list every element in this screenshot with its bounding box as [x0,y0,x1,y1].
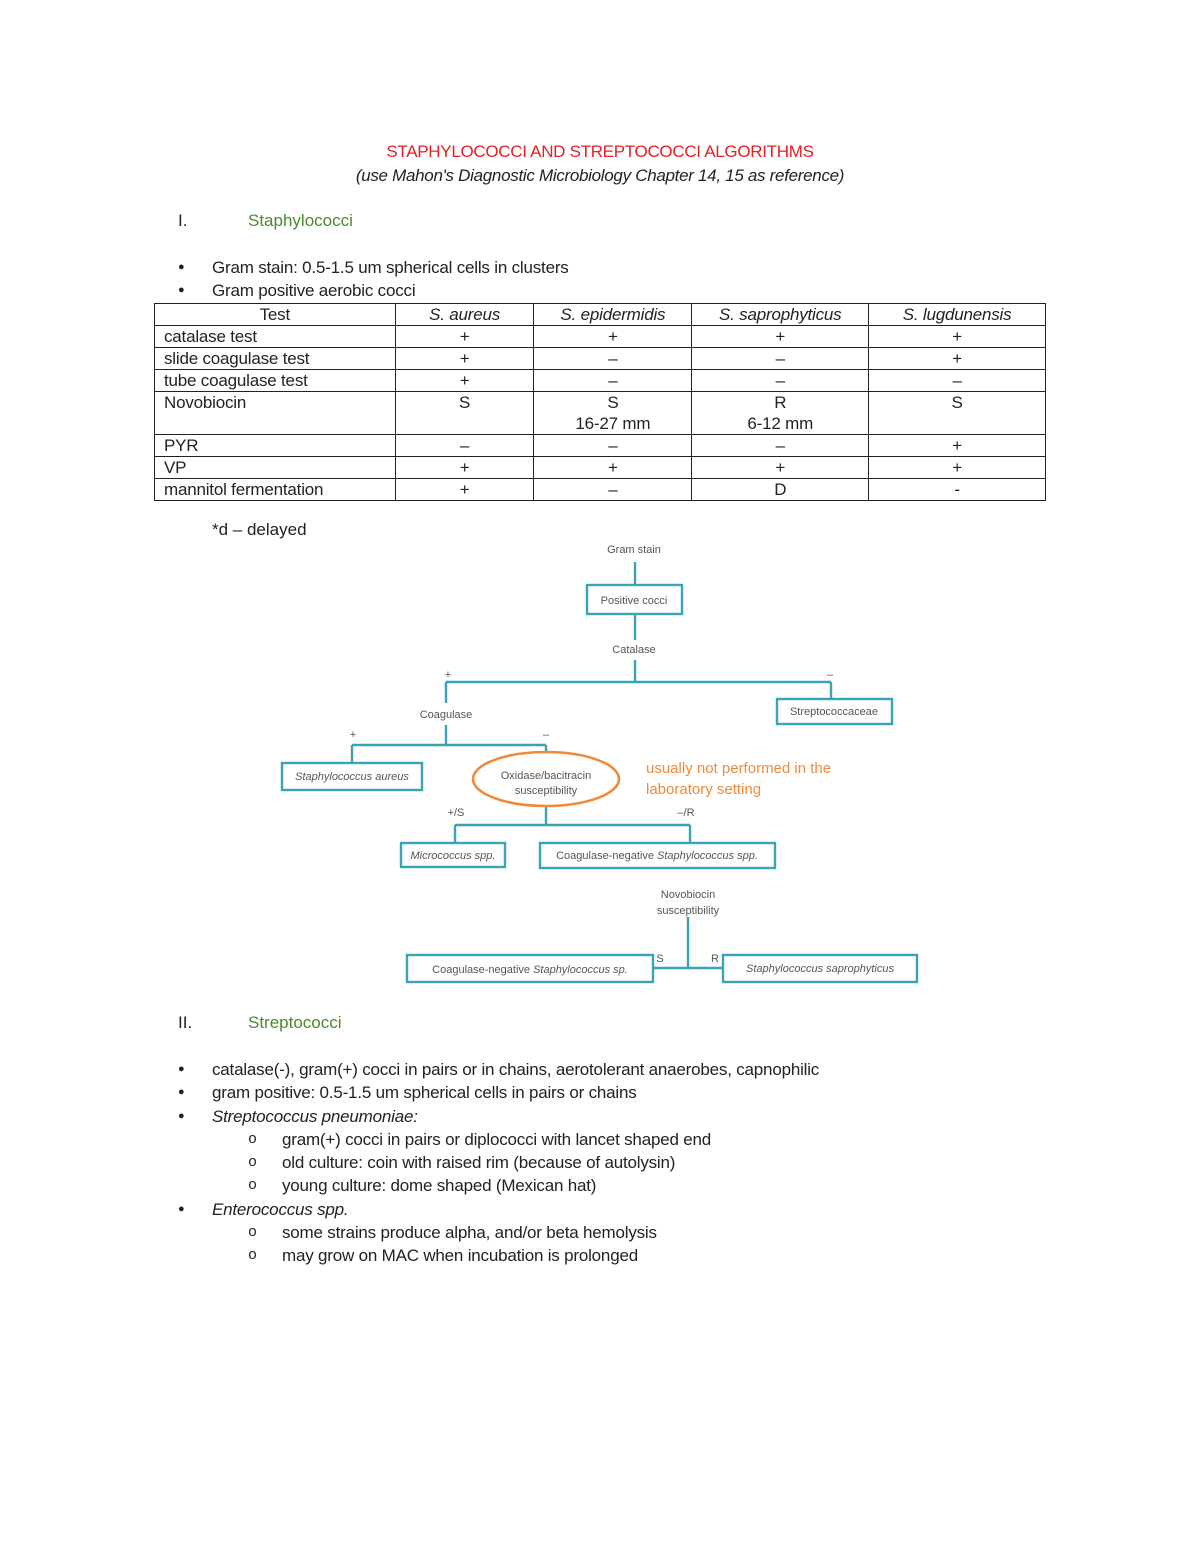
zone-size: 6-12 mm [747,414,814,433]
sub-list-item: young culture: dome shaped (Mexican hat) [178,1174,819,1198]
cons-spp-genus: Staphylococcus spp. [657,850,758,862]
positive-cocci-box [585,583,684,616]
list-item-text: Enterococcus spp. [212,1199,349,1219]
table-cell: mannitol fermentation [154,478,396,501]
oxidase-label-line1: Oxidase/bacitracin [501,770,592,782]
table-row: slide coagulase test + – – + [154,347,1046,370]
column-header: S. epidermidis [533,303,693,326]
catalase-label: Catalase [612,644,655,656]
table-cell: tube coagulase test [154,369,396,392]
table-cell: slide coagulase test [154,347,396,370]
staph-saprophyticus-box [721,953,919,984]
coagulase-plus-label: + [350,729,356,741]
table-row: PYR – – – + [154,434,1046,457]
cons-sp-prefix: Coagulase-negative [432,964,533,976]
catalase-minus-label: – [827,669,834,681]
sub-list-item: gram(+) cocci in pairs or diplococci wit… [178,1128,819,1152]
section-number: II. [178,1013,193,1032]
sub-list-item: some strains produce alpha, and/or beta … [178,1221,819,1245]
cons-spp-box [538,841,777,870]
novobiocin-r-label: R [711,953,719,965]
micrococcus-box [399,841,507,869]
gram-stain-label: Gram stain [607,544,661,556]
staph-bullet-list: Gram stain: 0.5-1.5 um spherical cells i… [178,256,569,303]
section-title: Streptococci [248,1013,342,1032]
sub-list-item: may grow on MAC when incubation is prolo… [178,1244,819,1268]
streptococcaceae-box [775,697,894,726]
table-cell: PYR [154,434,396,457]
section-heading-streptococci: II. Streptococci [178,1013,342,1033]
document-subtitle: (use Mahon's Diagnostic Microbiology Cha… [355,166,845,185]
table-cell-value: S [607,393,619,412]
staphylococci-test-table: Test S. aureus S. epidermidis S. saproph… [154,303,1046,501]
catalase-plus-label: + [445,669,451,681]
column-header: S. saprophyticus [691,303,870,326]
cons-spp-label: Coagulase-negative Staphylococcus spp. [556,850,758,862]
oxidase-negative-label: –/R [677,807,694,819]
cons-spp-prefix: Coagulase-negative [556,850,657,862]
list-item-text: Streptococcus pneumoniae: [212,1106,418,1126]
table-row: VP + + + + [154,456,1046,479]
flowchart-connectors [350,562,833,970]
table-cell: - [868,478,1046,501]
streptococcaceae-label: Streptococcaceae [790,706,878,718]
table-cell: D [691,478,870,501]
annotation-note-line1: usually not performed in the [646,760,831,777]
list-item: catalase(-), gram(+) cocci in pairs or i… [178,1058,819,1082]
strep-bullet-list: catalase(-), gram(+) cocci in pairs or i… [178,1058,819,1268]
oxidase-label-line2: susceptibility [515,785,578,797]
sub-list-item: old culture: coin with raised rim (becau… [178,1151,819,1175]
section-heading-staphylococci: I. Staphylococci [178,211,353,231]
coagulase-label: Coagulase [420,709,473,721]
section-title: Staphylococci [248,211,353,230]
novobiocin-label-line2: susceptibility [657,905,720,917]
highlight-ellipse [471,750,621,808]
novobiocin-label-line1: Novobiocin [661,889,715,901]
annotation-note-line2: laboratory setting [646,781,761,798]
list-item: Streptococcus pneumoniae: [178,1105,819,1129]
section-number: I. [178,211,188,230]
staph-aureus-label: Staphylococcus aureus [295,771,409,783]
zone-size: 16-27 mm [575,414,651,433]
table-cell-value: R [774,393,787,412]
staph-saprophyticus-label: Staphylococcus saprophyticus [746,963,894,975]
novobiocin-s-label: S [656,953,663,965]
coagulase-minus-label: – [543,729,550,741]
staph-aureus-box [280,761,424,792]
list-item: Gram positive aerobic cocci [178,279,569,303]
footnote: *d – delayed [212,520,307,539]
document-title: STAPHYLOCOCCI AND STREPTOCOCCI ALGORITHM… [386,142,814,161]
table-row: mannitol fermentation + – D - [154,478,1046,501]
list-item: Enterococcus spp. [178,1198,819,1222]
oxidase-positive-label: +/S [448,807,465,819]
micrococcus-label: Micrococcus spp. [411,850,496,862]
table-header-row: Test S. aureus S. epidermidis S. saproph… [154,303,1046,326]
cons-sp-label: Coagulase-negative Staphylococcus sp. [432,964,628,976]
list-item: gram positive: 0.5-1.5 um spherical cell… [178,1081,819,1105]
staphylococci-flowchart: Gram stain Positive cocci Catalase + – C… [280,544,919,984]
cons-sp-genus: Staphylococcus sp. [533,964,628,976]
table-cell: + [394,478,535,501]
cons-sp-box [405,953,655,984]
list-item: Gram stain: 0.5-1.5 um spherical cells i… [178,256,569,280]
positive-cocci-label: Positive cocci [601,595,668,607]
